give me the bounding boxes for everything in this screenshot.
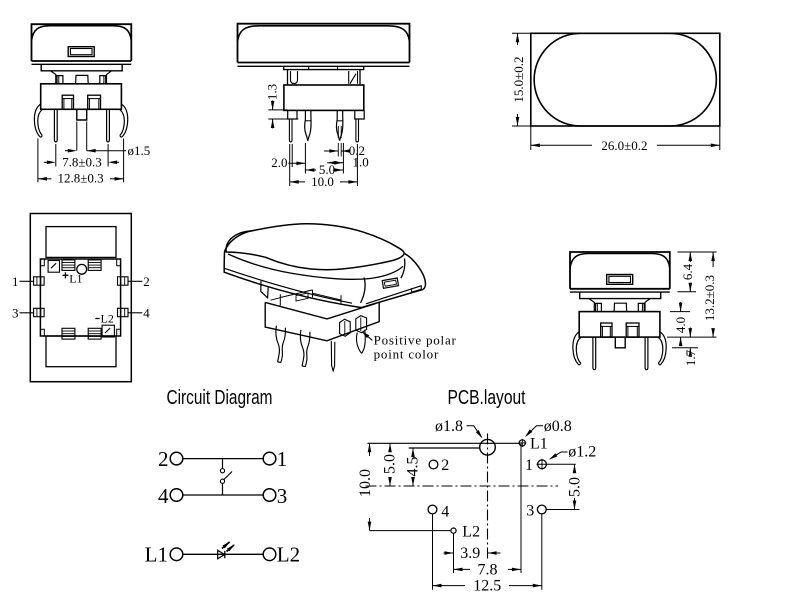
svg-text:3: 3 xyxy=(12,305,19,320)
svg-text:Circuit Diagram: Circuit Diagram xyxy=(167,387,273,409)
svg-text:L2: L2 xyxy=(277,543,300,567)
svg-text:point color: point color xyxy=(374,346,440,361)
svg-text:PCB.layout: PCB.layout xyxy=(448,387,526,409)
svg-text:Positive polar: Positive polar xyxy=(374,332,457,347)
svg-text:L1: L1 xyxy=(530,436,548,453)
svg-text:1: 1 xyxy=(277,447,288,471)
svg-text:L1: L1 xyxy=(145,543,168,567)
svg-text:3.9: 3.9 xyxy=(460,545,480,562)
svg-text:10.0: 10.0 xyxy=(311,174,334,189)
svg-text:15.0±0.2: 15.0±0.2 xyxy=(511,57,526,103)
svg-text:12.8±0.3: 12.8±0.3 xyxy=(58,171,104,186)
svg-text:ø1.5: ø1.5 xyxy=(128,143,151,158)
svg-text:L2: L2 xyxy=(462,524,480,541)
svg-text:7.8: 7.8 xyxy=(478,561,498,578)
svg-text:5.0: 5.0 xyxy=(566,477,583,497)
svg-text:4.0: 4.0 xyxy=(673,317,688,333)
svg-text:1.3: 1.3 xyxy=(264,84,279,100)
svg-text:6.4: 6.4 xyxy=(680,263,695,280)
svg-text:1: 1 xyxy=(12,274,19,289)
svg-text:4: 4 xyxy=(441,504,449,521)
svg-text:5.0: 5.0 xyxy=(382,454,399,474)
svg-text:ø0.8: ø0.8 xyxy=(544,418,572,435)
svg-text:10.0: 10.0 xyxy=(357,469,374,497)
svg-text:2: 2 xyxy=(143,274,150,289)
svg-text:ø1.2: ø1.2 xyxy=(568,444,596,461)
svg-text:12.5: 12.5 xyxy=(473,578,501,595)
svg-text:0.2: 0.2 xyxy=(349,143,365,158)
svg-text:3: 3 xyxy=(526,503,534,520)
svg-text:4.5: 4.5 xyxy=(405,457,422,477)
svg-text:5.0: 5.0 xyxy=(319,162,335,177)
svg-text:2: 2 xyxy=(158,447,169,471)
svg-text:26.0±0.2: 26.0±0.2 xyxy=(601,138,647,153)
svg-text:3: 3 xyxy=(277,484,288,508)
svg-text:2.0: 2.0 xyxy=(271,155,287,170)
svg-text:7.8±0.3: 7.8±0.3 xyxy=(62,154,102,169)
svg-text:2: 2 xyxy=(441,457,449,474)
svg-text:4: 4 xyxy=(143,305,150,320)
svg-text:L1: L1 xyxy=(69,272,82,286)
svg-text:ø1.8: ø1.8 xyxy=(435,418,463,435)
svg-text:1.0: 1.0 xyxy=(353,155,369,170)
svg-text:1.7: 1.7 xyxy=(683,349,698,366)
svg-text:13.2±0.3: 13.2±0.3 xyxy=(702,275,717,321)
svg-text:4: 4 xyxy=(158,484,169,508)
svg-text:L2: L2 xyxy=(101,312,114,326)
svg-text:1: 1 xyxy=(525,457,533,474)
